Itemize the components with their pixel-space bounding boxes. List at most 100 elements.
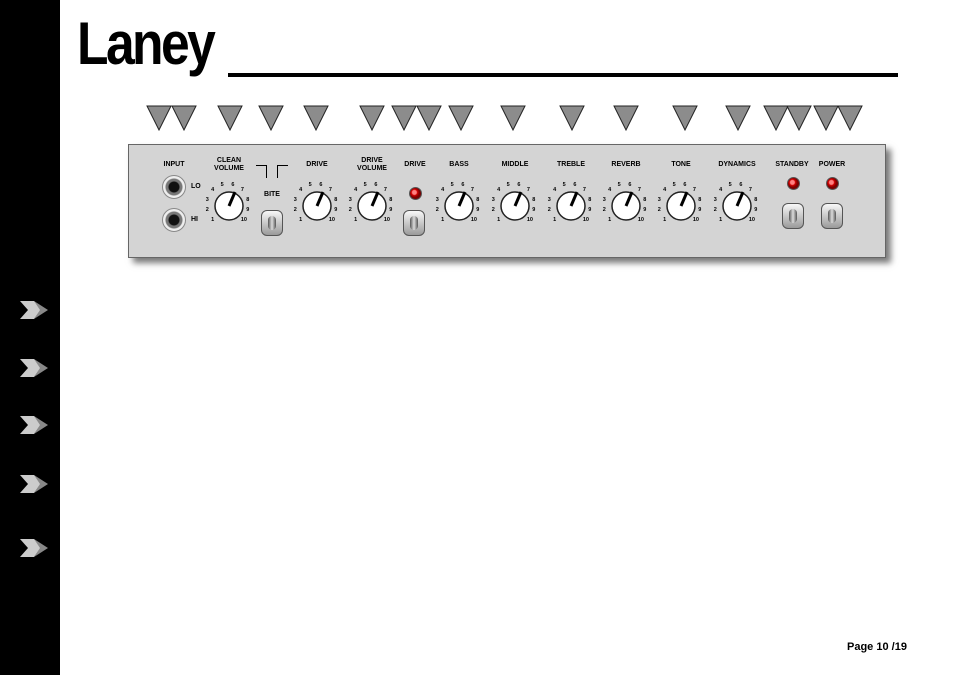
- knob-scale-number: 10: [692, 216, 699, 223]
- knob-scale-number: 4: [497, 187, 501, 194]
- triangle-pointer-icon: [559, 105, 585, 132]
- knob-scale-number: 6: [573, 181, 577, 188]
- drive-switch[interactable]: [403, 210, 425, 236]
- knob-scale-number: 7: [383, 187, 387, 194]
- knob-scale-number: 9: [643, 207, 647, 214]
- knob-scale-number: 1: [354, 216, 358, 223]
- rotary-knob[interactable]: [439, 186, 479, 226]
- arrow-bullet-icon: [20, 539, 48, 557]
- knob-scale-number: 9: [476, 207, 480, 214]
- knob-scale-number: 2: [435, 207, 439, 214]
- knob-scale-number: 9: [389, 207, 393, 214]
- knob-scale-number: 4: [299, 187, 303, 194]
- rotary-knob[interactable]: [717, 186, 757, 226]
- knob-scale-number: 9: [334, 207, 338, 214]
- knob-scale-number: 4: [211, 187, 215, 194]
- triangle-pointer-icon: [391, 105, 417, 132]
- page-number: Page 10 /19: [847, 641, 907, 653]
- knob-scale-number: 6: [319, 181, 323, 188]
- knob-scale-number: 7: [240, 187, 244, 194]
- knob-scale-number: 6: [683, 181, 687, 188]
- brand-logo: Laney: [77, 10, 216, 77]
- knob-scale-number: 6: [231, 181, 235, 188]
- knob-scale-number: 10: [240, 216, 247, 223]
- pointer-row: [146, 105, 863, 132]
- bite-bracket-right: [277, 165, 288, 178]
- knob-scale-number: 9: [698, 207, 702, 214]
- knob-scale-number: 8: [476, 196, 480, 203]
- knob-scale-number: 4: [608, 187, 612, 194]
- knob-scale-number: 4: [719, 187, 723, 194]
- triangle-pointer-icon: [500, 105, 526, 132]
- triangle-pointer-icon: [146, 105, 172, 132]
- triangle-pointer-icon: [813, 105, 839, 132]
- triangle-pointer-icon: [171, 105, 197, 132]
- power-switch[interactable]: [821, 203, 843, 229]
- rotary-knob[interactable]: [661, 186, 701, 226]
- knob-scale-number: 8: [754, 196, 758, 203]
- input-jack-lo[interactable]: [162, 175, 186, 199]
- knob-scale-number: 2: [713, 207, 717, 214]
- rotary-knob[interactable]: [209, 186, 249, 226]
- knob-scale-number: 8: [698, 196, 702, 203]
- knob-scale-number: 10: [328, 216, 335, 223]
- rotary-knob[interactable]: [352, 186, 392, 226]
- triangle-pointer-icon: [416, 105, 442, 132]
- knob-scale-number: 2: [293, 207, 297, 214]
- knob-scale-number: 9: [588, 207, 592, 214]
- knob-scale-number: 3: [713, 196, 717, 203]
- knob-scale-number: 3: [435, 196, 439, 203]
- knob-label-tone: TONE: [671, 161, 691, 168]
- knob-scale-number: 1: [441, 216, 445, 223]
- rotary-knob[interactable]: [606, 186, 646, 226]
- knob-scale-number: 3: [348, 196, 352, 203]
- knob-scale-number: 8: [532, 196, 536, 203]
- knob-scale-number: 10: [637, 216, 644, 223]
- knob-scale-number: 8: [643, 196, 647, 203]
- hi-label: HI: [191, 216, 198, 223]
- input-label: INPUT: [163, 161, 185, 168]
- knob-scale-number: 1: [608, 216, 612, 223]
- knob-scale-number: 10: [748, 216, 755, 223]
- knob-scale-number: 7: [328, 187, 332, 194]
- triangle-pointer-icon: [672, 105, 698, 132]
- knob-scale-number: 1: [719, 216, 723, 223]
- standby-switch[interactable]: [782, 203, 804, 229]
- rotary-knob[interactable]: [495, 186, 535, 226]
- standby-led: [787, 177, 800, 190]
- knob-scale-number: 3: [657, 196, 661, 203]
- knob-scale-number: 4: [663, 187, 667, 194]
- triangle-pointer-icon: [613, 105, 639, 132]
- arrow-bullet-icon: [20, 416, 48, 434]
- triangle-pointer-icon: [725, 105, 751, 132]
- knob-scale-number: 4: [441, 187, 445, 194]
- drive-led: [409, 187, 422, 200]
- knob-scale-number: 6: [628, 181, 632, 188]
- knob-scale-number: 7: [748, 187, 752, 194]
- knob-scale-number: 7: [692, 187, 696, 194]
- bite-bracket-left: [256, 165, 267, 178]
- knob-scale-number: 9: [246, 207, 250, 214]
- knob-scale-number: 2: [602, 207, 606, 214]
- knob-scale-number: 2: [491, 207, 495, 214]
- arrow-bullet-icon: [20, 475, 48, 493]
- bite-switch[interactable]: [261, 210, 283, 236]
- knob-scale-number: 5: [308, 181, 312, 188]
- power-led: [826, 177, 839, 190]
- input-jack-hi[interactable]: [162, 208, 186, 232]
- arrow-bullet-icon: [20, 359, 48, 377]
- bite-label: BITE: [264, 191, 280, 198]
- rotary-knob[interactable]: [551, 186, 591, 226]
- knob-label-middle: MIDDLE: [501, 161, 529, 168]
- triangle-pointer-icon: [258, 105, 284, 132]
- knob-scale-number: 8: [389, 196, 393, 203]
- knob-scale-number: 2: [348, 207, 352, 214]
- header-rule: [228, 73, 898, 77]
- knob-scale-number: 1: [663, 216, 667, 223]
- knob-scale-number: 1: [299, 216, 303, 223]
- knob-scale-number: 5: [672, 181, 676, 188]
- knob-scale-number: 6: [461, 181, 465, 188]
- rotary-knob[interactable]: [297, 186, 337, 226]
- knob-scale-number: 2: [547, 207, 551, 214]
- knob-scale-number: 1: [553, 216, 557, 223]
